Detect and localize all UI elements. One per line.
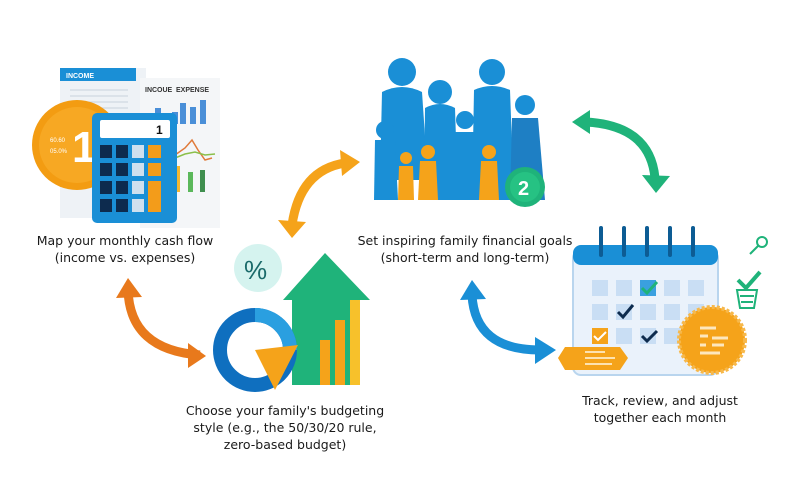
percent-symbol: % — [244, 255, 267, 285]
checklist-tag-icon — [558, 347, 628, 370]
arrow-step2-to-step4 — [572, 110, 670, 193]
step-2-caption-line1: Set inspiring family financial goals — [357, 233, 573, 248]
step-1-caption-line2: (income vs. expenses) — [54, 250, 196, 265]
pie-chart-icon — [213, 308, 298, 392]
step-3-caption: Choose your family's budgeting style (e.… — [180, 402, 390, 453]
arrow-step4-to-step3 — [460, 280, 556, 364]
step-3-caption-line1: Choose your family's budgeting — [185, 403, 385, 418]
step-2-badge: 2 — [505, 167, 545, 207]
step-4-caption-line2: together each month — [593, 410, 727, 425]
step-1-caption-line1: Map your monthly cash flow — [36, 233, 214, 248]
step-2-caption: Set inspiring family financial goals (sh… — [350, 232, 580, 266]
step-4-caption-line1: Track, review, and adjust — [582, 393, 738, 408]
step-4-caption: Track, review, and adjust together each … — [560, 392, 760, 426]
children-icon — [398, 145, 499, 200]
step-3-caption-line2: style (e.g., the 50/30/20 rule, — [193, 420, 377, 435]
step-3-caption-line3: zero-based budget) — [223, 437, 347, 452]
growth-chart-icon — [283, 253, 370, 385]
review-seal-icon — [677, 305, 747, 375]
basket-icon — [735, 236, 768, 309]
step-2-caption-line2: (short-term and long-term) — [380, 250, 550, 265]
chart-header-income: INCOUE — [145, 87, 173, 94]
calculator-display: 1 — [156, 123, 163, 137]
arrow-step1-to-step3 — [116, 278, 206, 368]
svg-text:60.60: 60.60 — [50, 138, 66, 144]
percent-badge: % — [234, 244, 282, 292]
calculator-icon: 1 — [92, 113, 177, 223]
chart-header-expense: EXPENSE — [176, 87, 209, 94]
step-1-caption: Map your monthly cash flow (income vs. e… — [20, 232, 230, 266]
arrow-step3-to-step2 — [278, 150, 360, 238]
step-2-number: 2 — [518, 178, 529, 200]
doc-header: INCOME — [66, 73, 94, 80]
svg-text:05.0%: 05.0% — [50, 149, 68, 155]
